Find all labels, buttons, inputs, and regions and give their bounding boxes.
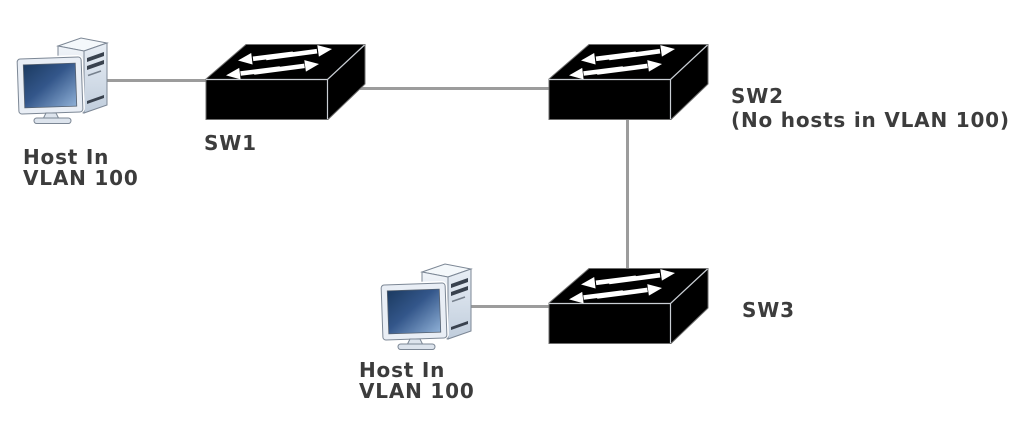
link-sw2-sw3: [626, 116, 629, 271]
link-sw1-sw2: [360, 87, 550, 90]
label-host-bottom-line1: Host In: [359, 358, 446, 382]
label-sw2-text: SW2: [731, 84, 784, 108]
label-sw1-text: SW1: [204, 131, 257, 155]
label-sw1: SW1: [204, 133, 257, 154]
label-host-bottom-line2: VLAN 100: [359, 379, 475, 403]
switch-sw2-icon: [548, 43, 710, 121]
label-host-top-line1: Host In: [23, 145, 110, 169]
label-sw2-note: (No hosts in VLAN 100): [731, 108, 1010, 132]
link-host-bottom-sw3: [468, 305, 550, 308]
host-bottom-icon: [379, 259, 473, 353]
label-host-top-line2: VLAN 100: [23, 166, 139, 190]
host-top-icon: [15, 33, 109, 127]
label-host-top: Host In VLAN 100: [23, 147, 139, 189]
link-host-top-sw1: [105, 79, 207, 82]
label-host-bottom: Host In VLAN 100: [359, 360, 475, 402]
label-sw2: SW2 (No hosts in VLAN 100): [731, 84, 1010, 132]
label-sw3: SW3: [742, 300, 795, 321]
label-sw3-text: SW3: [742, 298, 795, 322]
switch-sw3-icon: [548, 267, 710, 345]
switch-sw1-icon: [205, 43, 367, 121]
